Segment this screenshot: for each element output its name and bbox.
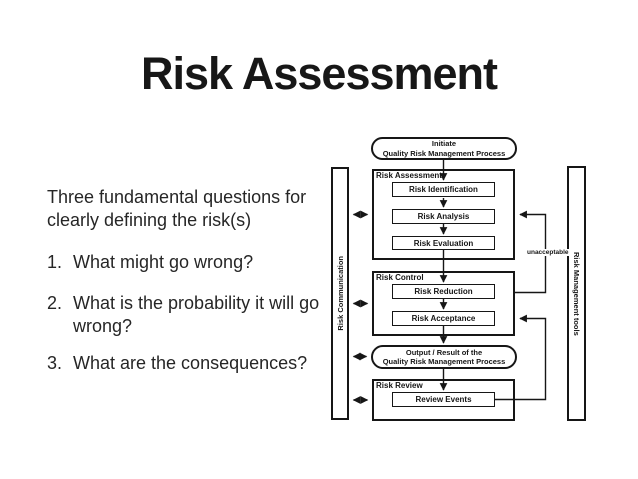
output-line1: Output / Result of the — [405, 347, 483, 357]
question-item-3: 3. What are the consequences? — [47, 352, 335, 375]
output-line2: Quality Risk Management Process — [382, 357, 506, 366]
risk-evaluation-step: Risk Evaluation — [392, 236, 495, 250]
review-events-step: Review Events — [392, 392, 495, 407]
initiate-line1: Initiate — [431, 139, 457, 148]
unacceptable-label: unacceptable — [526, 249, 570, 256]
risk-review-section-label: Risk Review — [376, 381, 423, 390]
risk-management-tools-label: Risk Management tools — [572, 251, 581, 336]
page-title: Risk Assessment — [140, 48, 498, 99]
risk-assessment-section-label: Risk Assessment — [376, 171, 442, 180]
question-text: What is the probability it will go wrong… — [73, 293, 320, 336]
question-text: What are the consequences? — [73, 353, 308, 373]
question-item-1: 1. What might go wrong? — [47, 251, 335, 274]
question-number: 3. — [47, 353, 63, 373]
output-node: Output / Result of the Quality Risk Mana… — [371, 345, 517, 369]
risk-analysis-step: Risk Analysis — [392, 209, 495, 224]
question-number: 2. — [47, 293, 63, 313]
question-number: 1. — [47, 252, 63, 272]
question-text: What might go wrong? — [73, 252, 254, 272]
question-item-2: 2. What is the probability it will go wro… — [47, 292, 335, 338]
risk-management-tools-bar: Risk Management tools — [567, 166, 586, 421]
risk-acceptance-step: Risk Acceptance — [392, 311, 495, 326]
risk-identification-step: Risk Identification — [392, 182, 495, 197]
initiate-line2: Quality Risk Management Process — [382, 148, 506, 158]
intro-text: Three fundamental questions for clearly … — [47, 187, 307, 230]
risk-communication-bar: Risk Communication — [331, 167, 349, 420]
risk-reduction-step: Risk Reduction — [392, 284, 495, 299]
risk-control-section-label: Risk Control — [376, 273, 424, 282]
